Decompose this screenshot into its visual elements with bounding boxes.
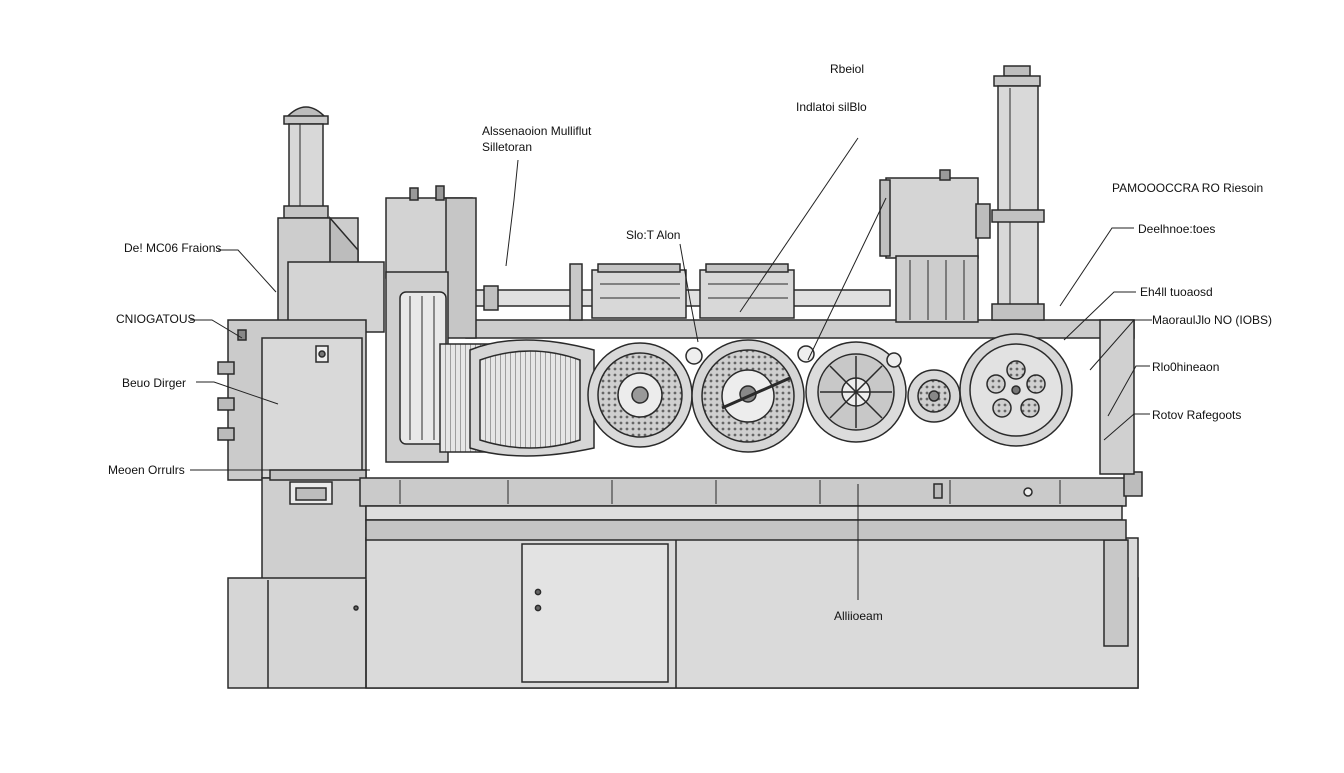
labels: Rbeiol Indlatoi silBlo Alssenaoion Mulli… [108, 62, 1272, 623]
flywheel-drum [399, 291, 447, 445]
cylinder-block-right [699, 263, 795, 319]
gear-wheel-2 [691, 339, 805, 453]
label-alternator-line2: Silletoran [482, 140, 532, 154]
label-alternator-line1: Alssenaoion Mulliflut [482, 124, 592, 138]
base-frame [227, 537, 1139, 689]
rotor-wheel [959, 333, 1073, 447]
right-gearbox [879, 169, 991, 323]
callout-lines [190, 137, 1152, 600]
label-bottom-center: Alliioeam [834, 609, 883, 623]
base-access-door [521, 543, 669, 683]
gear-wheel-1 [587, 342, 693, 448]
gear-wheel-small [907, 369, 961, 423]
left-control-cabinet [217, 261, 385, 581]
right-exhaust-column [991, 65, 1045, 321]
label-rotov-rafegoots: Rotov Rafegoots [1152, 408, 1241, 422]
label-left-4: Meoen Orrulrs [108, 463, 185, 477]
label-left-1: De! MC06 Fraions [124, 241, 221, 255]
label-left-2: CNIOGATOUS [116, 312, 196, 326]
label-inlet: Indlatoi silBlo [796, 100, 867, 114]
label-deelhnoe: Deelhnoe:toes [1138, 222, 1215, 236]
label-motor-right: MaoraulJlo NO (IOBS) [1152, 313, 1272, 327]
label-top-right: Rbeiol [830, 62, 864, 76]
label-rotor-right: Rlo0hineaon [1152, 360, 1219, 374]
label-shaft-arm: Slo:T Alon [626, 228, 680, 242]
main-rail [359, 471, 1143, 541]
cylinder-block-left [569, 263, 687, 321]
label-left-3: Beuo Dirger [122, 376, 186, 390]
label-eh-tuoaosd: Eh4ll tuoaosd [1140, 285, 1213, 299]
finned-motor [439, 339, 595, 457]
label-frame-right: PAMOOOCCRA RO Riesoin [1112, 181, 1263, 195]
gear-wheel-3 [805, 341, 907, 443]
small-pulleys [685, 345, 902, 368]
